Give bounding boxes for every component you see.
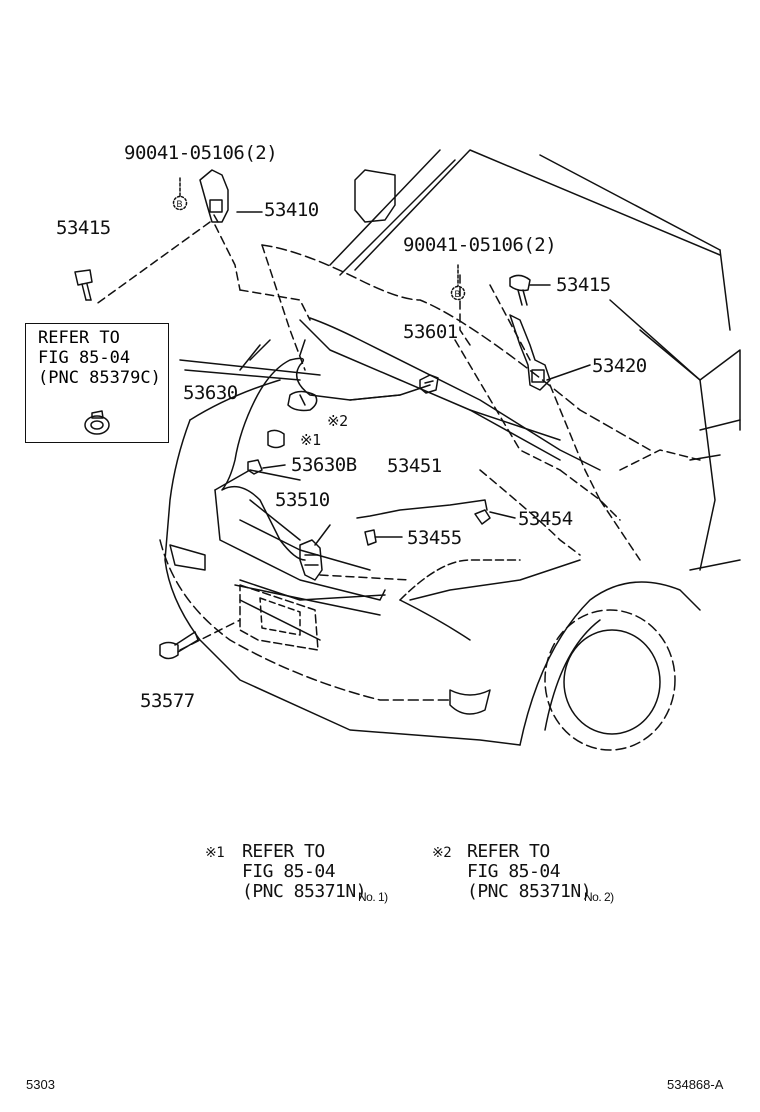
label-53455: 53455 [407, 527, 462, 549]
label-53420: 53420 [592, 355, 647, 377]
hinge-53410 [199, 169, 229, 223]
footer-right: 534868-A [667, 1077, 724, 1092]
note-2-suffix: No. 2) [584, 890, 614, 904]
note-2-line3: (PNC 85371N) [467, 881, 592, 902]
grommet-85379c [84, 410, 110, 435]
label-bolt-right: 90041-05106(2) [403, 234, 557, 256]
note-1-line1: REFER TO [242, 841, 325, 862]
leader-lines [94, 211, 601, 651]
note-2-line1: REFER TO [467, 841, 550, 862]
refer-box: REFER TO FIG 85-04 (PNC 85379C) [25, 323, 169, 443]
car-body-outline [159, 149, 741, 751]
label-53415-right: 53415 [556, 274, 611, 296]
bolt-53415-right [509, 274, 531, 306]
circle-b-right-text: B [455, 289, 461, 299]
refer-box-line3: (PNC 85379C) [38, 368, 161, 388]
cable-53630 [221, 339, 431, 561]
hinge-53420 [509, 314, 551, 391]
note-2-line2: FIG 85-04 [467, 861, 561, 882]
label-53415-left: 53415 [56, 217, 111, 239]
clip-53630b [247, 459, 263, 475]
label-53577: 53577 [140, 690, 195, 712]
label-53601: 53601 [403, 321, 458, 343]
cable-53451 [356, 499, 488, 519]
clip-53455 [364, 529, 377, 546]
label-53630: 53630 [183, 382, 238, 404]
label-53630b: 53630B [291, 454, 357, 476]
note-1-line3: (PNC 85371N) [242, 881, 367, 902]
label-53454: 53454 [518, 508, 573, 530]
label-53510: 53510 [275, 489, 330, 511]
part-85371n-no2 [287, 390, 318, 412]
label-53410: 53410 [264, 199, 319, 221]
note-1-suffix: No. 1) [358, 890, 388, 904]
bolt-53415-left [74, 269, 93, 301]
refer-box-line2: FIG 85-04 [38, 348, 131, 368]
label-bolt-top: 90041-05106(2) [124, 142, 278, 164]
label-53451: 53451 [387, 455, 442, 477]
clamp-53601 [419, 374, 439, 394]
refer-box-line1: REFER TO [38, 328, 120, 348]
circle-b-left-text: B [177, 199, 183, 209]
latch-53510 [299, 539, 323, 581]
clip-53454 [474, 509, 491, 525]
footer-left: 5303 [26, 1077, 55, 1092]
note-2-mark: ※2 [432, 845, 452, 861]
label-mark1-near: ※1 [300, 431, 321, 449]
label-mark2-near: ※2 [327, 412, 348, 430]
note-1-line2: FIG 85-04 [242, 861, 336, 882]
note-1-mark: ※1 [205, 845, 225, 861]
bolt-53577 [159, 631, 199, 660]
part-85371n-no1 [267, 429, 285, 449]
